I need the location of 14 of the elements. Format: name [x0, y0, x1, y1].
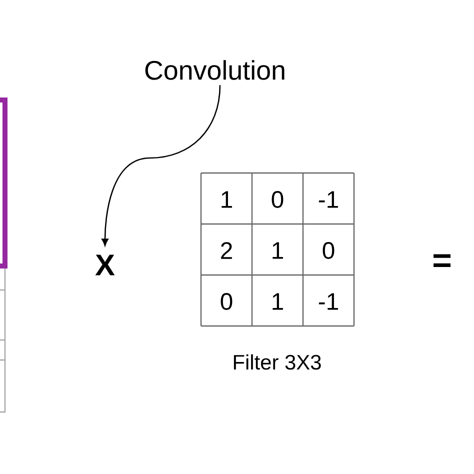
- matrix-cell-value: -1: [318, 293, 338, 310]
- leader-line: [102, 85, 221, 246]
- matrix-cell-value: 0: [272, 191, 284, 208]
- matrix-cell-value: 0: [322, 242, 334, 259]
- matrix-cell-value: 1: [222, 191, 232, 208]
- matrix-caption: Filter 3X3: [234, 354, 321, 370]
- equals-sign: =: [434, 254, 450, 267]
- operator-symbol: X: [95, 254, 115, 276]
- matrix-cell-value: 2: [221, 242, 232, 259]
- matrix-cell-value: 0: [220, 293, 232, 310]
- heading-text: Convolution: [145, 60, 284, 80]
- matrix-cell-value: 1: [272, 293, 283, 310]
- matrix-cell-value: 1: [272, 242, 283, 259]
- matrix-cell-value: -1: [318, 191, 338, 208]
